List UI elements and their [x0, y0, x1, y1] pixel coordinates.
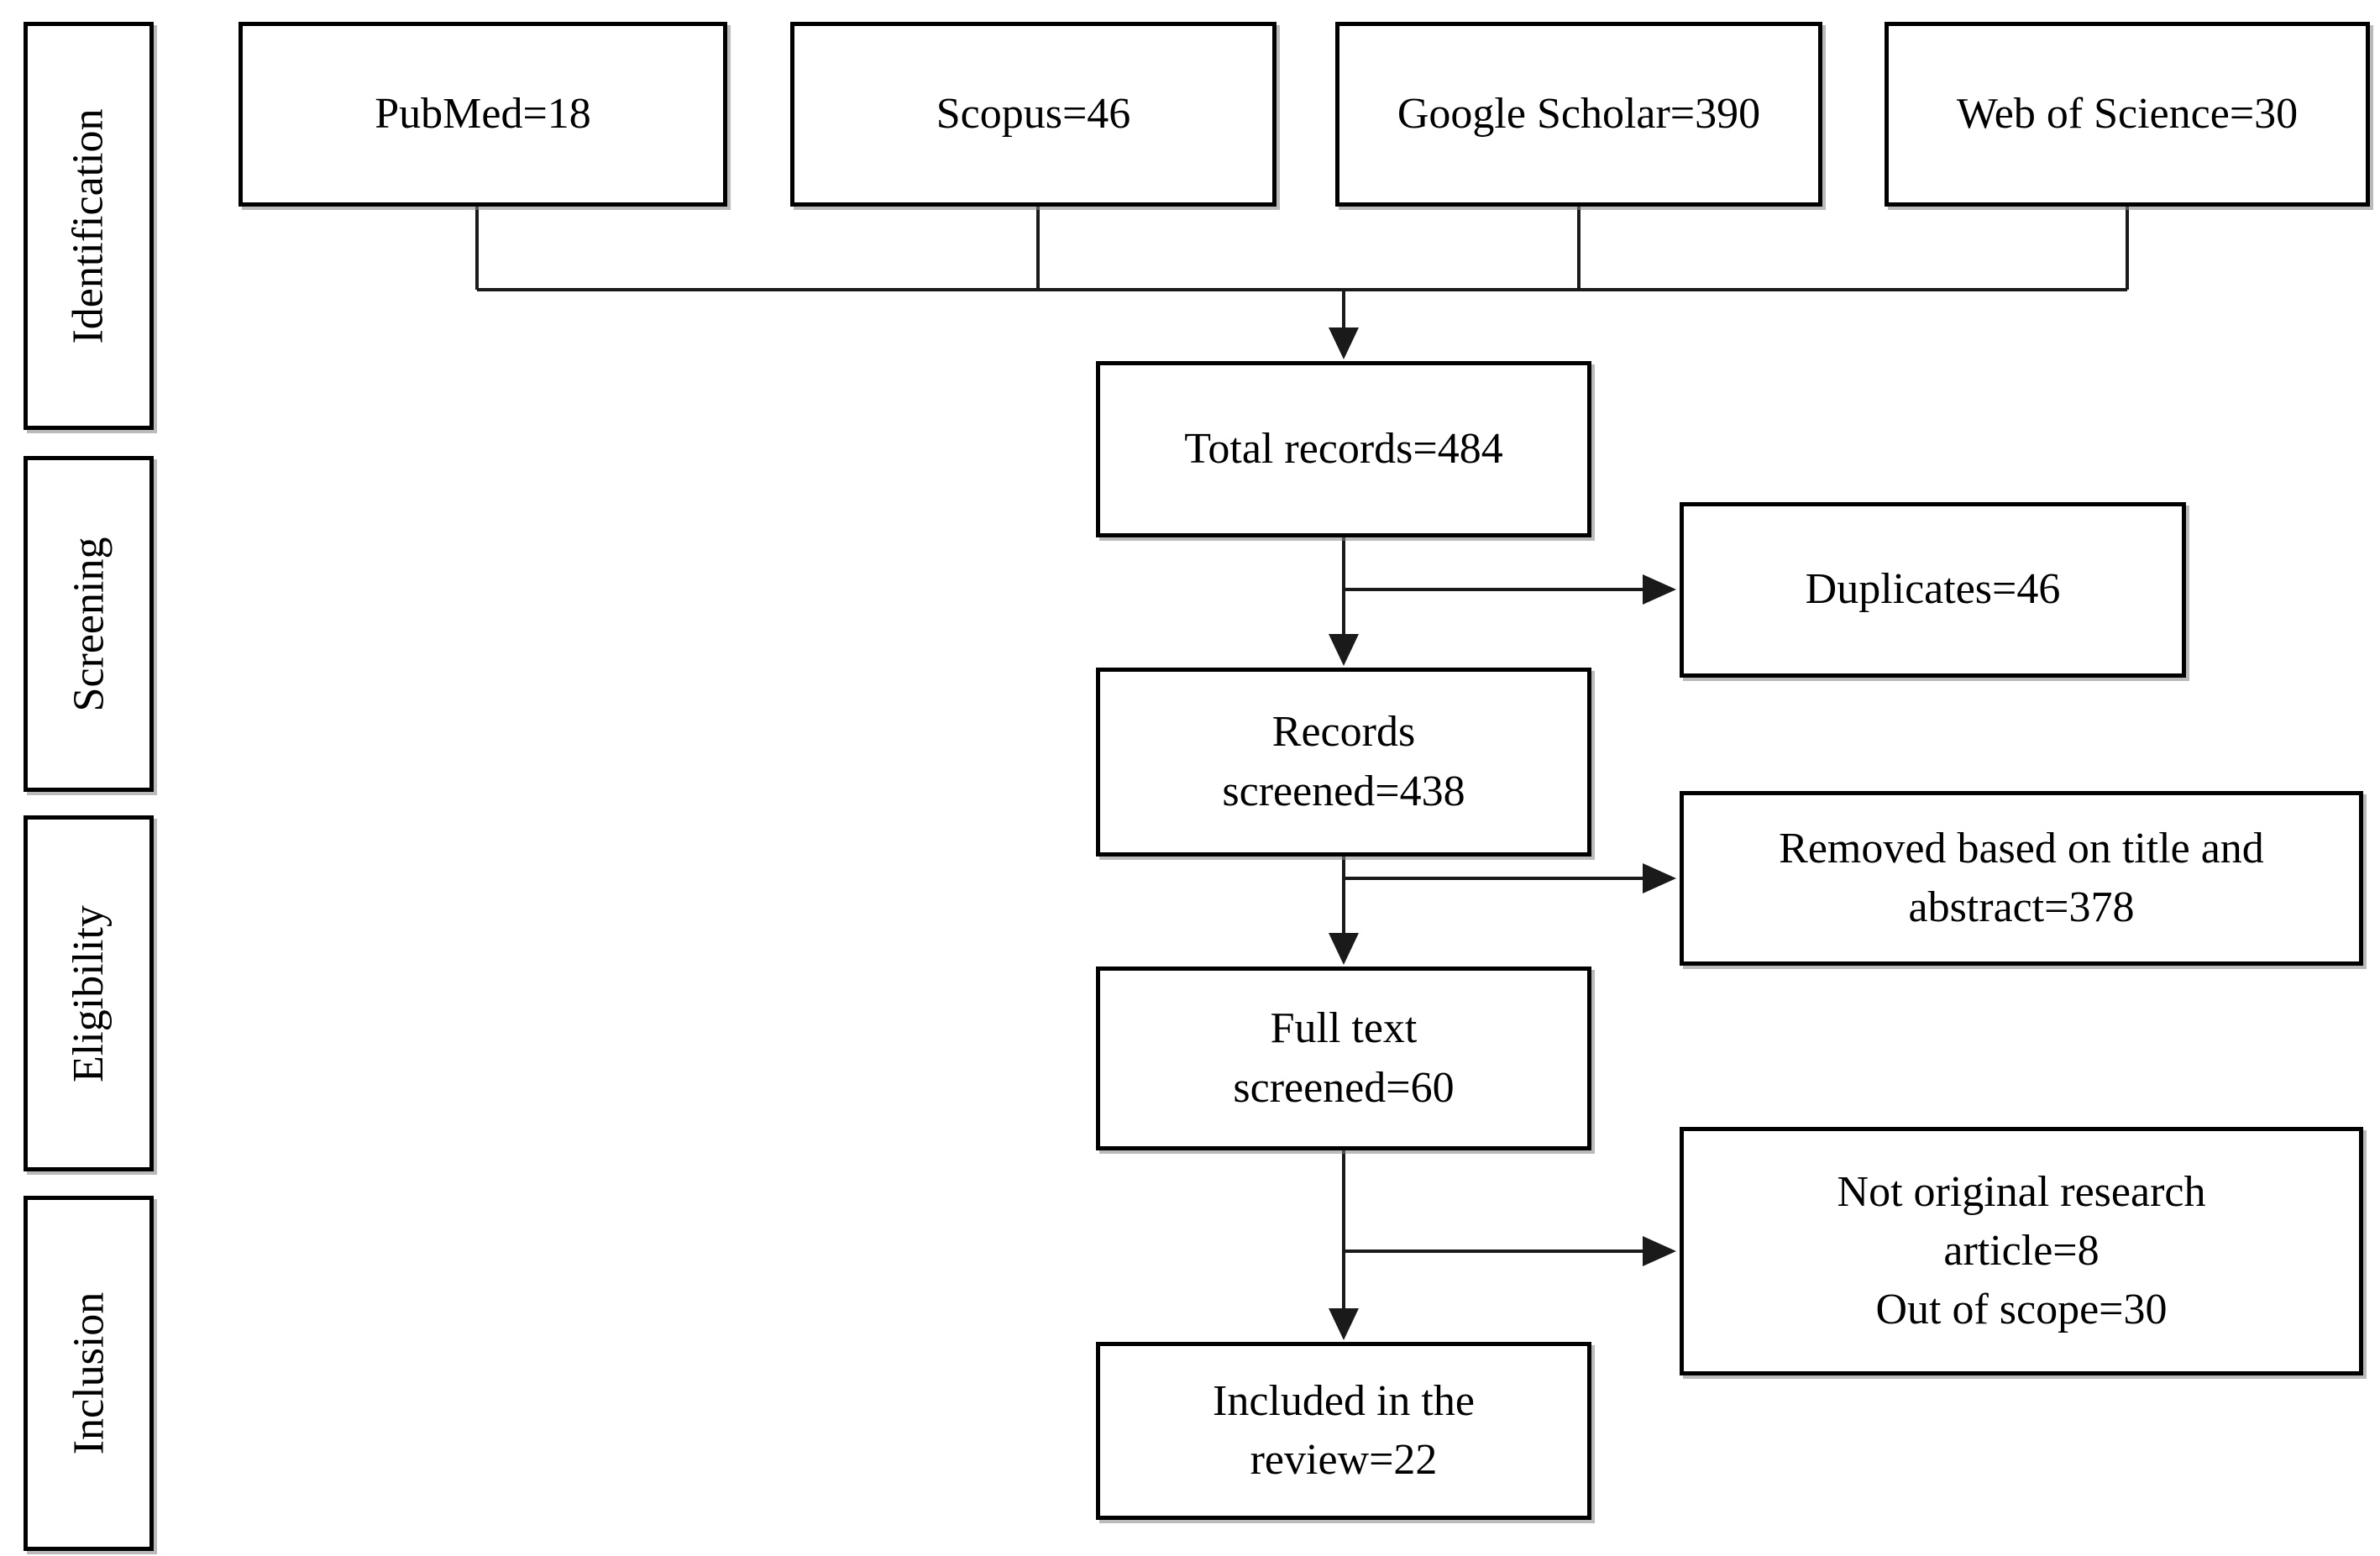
flow-label-line: screened=438 — [1222, 767, 1465, 815]
source-label-web-of-science: Web of Science=30 — [1956, 89, 2299, 138]
sidebar-item-identification: Identification — [24, 22, 154, 430]
flow-label-line: Total records=484 — [1184, 424, 1503, 473]
sidebar-item-screening: Screening — [24, 456, 154, 792]
source-box-web-of-science: Web of Science=30 — [1885, 22, 2370, 207]
stage-label-identification: Identification — [65, 107, 113, 344]
flow-label-line: Full text — [1270, 1004, 1418, 1053]
exclusion-label-line: article=8 — [1943, 1226, 2100, 1275]
arrowhead-records-to-fulltext — [1329, 933, 1359, 965]
stage-label-inclusion: Inclusion — [65, 1291, 113, 1455]
exclusion-label-line: Removed based on title and — [1779, 824, 2264, 872]
flow-label-line: Records — [1271, 708, 1416, 757]
source-box-google-scholar: Google Scholar=390 — [1335, 22, 1822, 207]
exclusion-label-line: Not original research — [1837, 1167, 2206, 1216]
source-box-pubmed: PubMed=18 — [239, 22, 727, 207]
exclusion-box-not-original: Not original research article=8 Out of s… — [1680, 1127, 2363, 1375]
sidebar-item-inclusion: Inclusion — [24, 1196, 154, 1551]
flow-label-full-text-screened: Full text screened=60 — [1221, 999, 1465, 1117]
exclusion-label-line: Out of scope=30 — [1875, 1286, 2168, 1334]
flow-label-line: review=22 — [1250, 1436, 1438, 1484]
flow-box-full-text-screened: Full text screened=60 — [1096, 967, 1591, 1150]
flow-box-included-in-review: Included in the review=22 — [1096, 1342, 1591, 1520]
stage-label-eligibility: Eligibility — [65, 904, 113, 1082]
arrowhead-fulltext-to-included — [1329, 1308, 1359, 1340]
arrowhead-to-total-records — [1329, 327, 1359, 359]
exclusion-label-removed-title-abstract: Removed based on title and abstract=378 — [1767, 820, 2276, 937]
source-label-pubmed: PubMed=18 — [375, 89, 591, 138]
arrowhead-to-duplicates — [1643, 574, 1676, 605]
flow-box-total-records: Total records=484 — [1096, 361, 1591, 537]
flow-label-total-records: Total records=484 — [1172, 420, 1514, 479]
exclusion-box-removed-title-abstract: Removed based on title and abstract=378 — [1680, 791, 2363, 966]
exclusion-label-line: abstract=378 — [1908, 883, 2135, 931]
flow-label-records-screened: Records screened=438 — [1210, 703, 1476, 820]
arrowhead-to-not-original — [1643, 1236, 1676, 1266]
exclusion-label-not-original: Not original research article=8 Out of s… — [1826, 1163, 2218, 1340]
flow-label-line: screened=60 — [1233, 1063, 1455, 1112]
exclusion-label-duplicates: Duplicates=46 — [1794, 560, 2073, 619]
arrowhead-total-to-records — [1329, 634, 1359, 666]
sidebar-item-eligibility: Eligibility — [24, 815, 154, 1171]
arrowhead-to-removed — [1643, 863, 1676, 893]
stage-label-screening: Screening — [65, 537, 113, 711]
exclusion-label-line: Duplicates=46 — [1805, 565, 2061, 614]
source-label-google-scholar: Google Scholar=390 — [1397, 89, 1761, 138]
source-label-scopus: Scopus=46 — [936, 89, 1131, 138]
flow-label-line: Included in the — [1213, 1376, 1475, 1425]
source-box-scopus: Scopus=46 — [790, 22, 1276, 207]
flow-label-included-in-review: Included in the review=22 — [1201, 1372, 1486, 1490]
exclusion-box-duplicates: Duplicates=46 — [1680, 502, 2186, 678]
flow-box-records-screened: Records screened=438 — [1096, 668, 1591, 857]
